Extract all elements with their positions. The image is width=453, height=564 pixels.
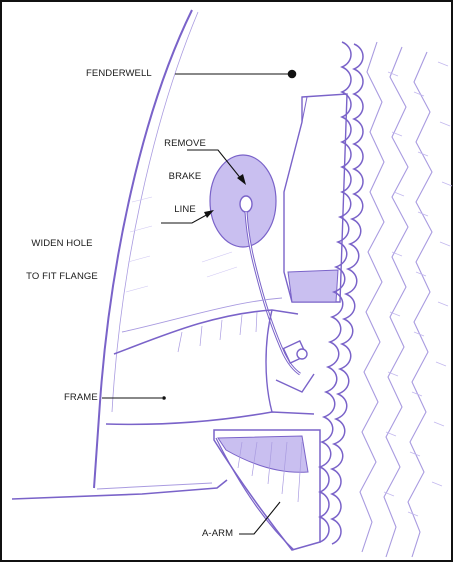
sill-line-2 <box>97 483 212 489</box>
callout-a-arm: A-ARM <box>202 528 233 539</box>
fender-outline <box>94 10 192 488</box>
callout-frame: FRAME <box>64 392 98 403</box>
tire-sipes <box>384 62 452 516</box>
inner-panel-shade <box>288 270 338 302</box>
callout-remove-line-1: REMOVE <box>156 138 214 149</box>
callout-fenderwell: FENDERWELL <box>86 68 152 79</box>
flange <box>240 196 252 212</box>
frame-leader-dot <box>162 396 166 400</box>
callout-widen-line-1: WIDEN HOLE <box>16 238 108 249</box>
tire-grooves <box>360 42 432 557</box>
callout-widen-hole: WIDEN HOLE TO FIT FLANGE <box>16 216 108 304</box>
callout-remove-line-2: BRAKE <box>156 171 214 182</box>
callout-remove-brake-line: REMOVE BRAKE LINE <box>156 116 214 237</box>
callout-widen-line-2: TO FIT FLANGE <box>16 271 108 282</box>
callout-remove-line-3: LINE <box>156 204 214 215</box>
frame-bottom <box>106 412 314 424</box>
sill-line <box>12 480 227 499</box>
fenderwell-leader-dot <box>288 70 297 79</box>
inner-panel-edge <box>302 97 307 122</box>
